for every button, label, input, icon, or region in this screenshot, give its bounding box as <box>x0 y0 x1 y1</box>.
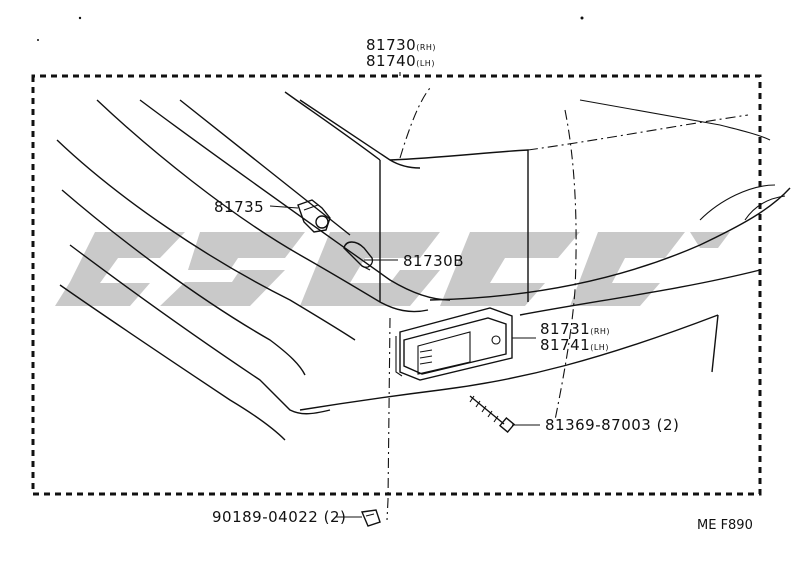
scan-specks <box>37 16 584 41</box>
screw-part-number: 81369-87003 (2) <box>545 416 679 434</box>
lens-part-number-rh: 81731(RH) <box>540 320 610 338</box>
lens-part-number-lh: 81741(LH) <box>540 336 609 354</box>
socket-part-number: 81735 <box>214 198 264 216</box>
bulb-socket <box>297 199 331 233</box>
vehicle-body-outline <box>56 87 791 441</box>
guide-line <box>386 317 391 521</box>
assembly-part-number-2: 81740(LH) <box>366 52 435 70</box>
watermark-logo <box>55 232 730 306</box>
screw <box>469 395 516 434</box>
nut <box>360 509 381 527</box>
bulb-part-number: 81730B <box>403 252 464 270</box>
assembly-part-number: 81730(RH) <box>366 36 436 54</box>
leader-lines <box>269 72 540 518</box>
side-marker-lamp <box>395 307 513 381</box>
assembly-frame <box>31 74 762 496</box>
nut-part-number: 90189-04022 (2) <box>212 508 346 526</box>
figure-code: ME F890 <box>697 518 753 533</box>
bulb <box>343 241 374 271</box>
